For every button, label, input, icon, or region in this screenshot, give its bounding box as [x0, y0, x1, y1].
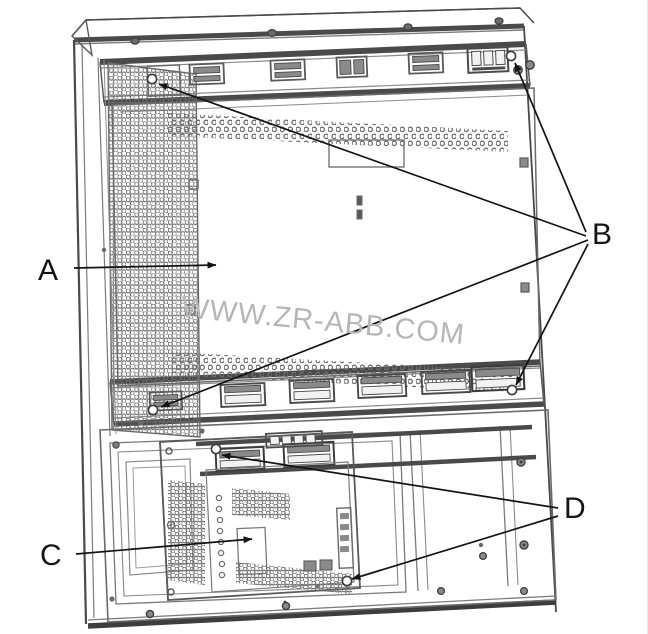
outer-chassis-frame: [71, 7, 557, 629]
lower-connector-strip: [195, 424, 537, 477]
callout-label-d: D: [564, 492, 586, 525]
callout-label-c: C: [40, 539, 62, 572]
lower-plugin-module: [159, 431, 361, 601]
leader-D2: [351, 515, 559, 580]
leader-B1: [158, 83, 587, 237]
upper-vent-row: [168, 113, 508, 152]
module-vent-top-patch: [232, 488, 290, 520]
leader-A: [73, 261, 217, 269]
leader-D1: [221, 452, 559, 509]
leader-B4: [515, 243, 589, 386]
callout-label-a: A: [38, 254, 59, 287]
upper-top-connector-modules: [146, 46, 510, 98]
board-surface-markings: [185, 139, 530, 315]
leader-C: [75, 536, 253, 555]
callout-label-b: B: [592, 218, 613, 251]
leader-B2: [514, 62, 587, 233]
bay-mounting-screws: [109, 420, 529, 619]
callout-leader-lines: [73, 62, 589, 580]
leader-B3: [160, 239, 589, 408]
module-hole-column: [215, 494, 226, 579]
top-rail-screws: [130, 17, 504, 45]
module-vent-column: [168, 480, 205, 585]
